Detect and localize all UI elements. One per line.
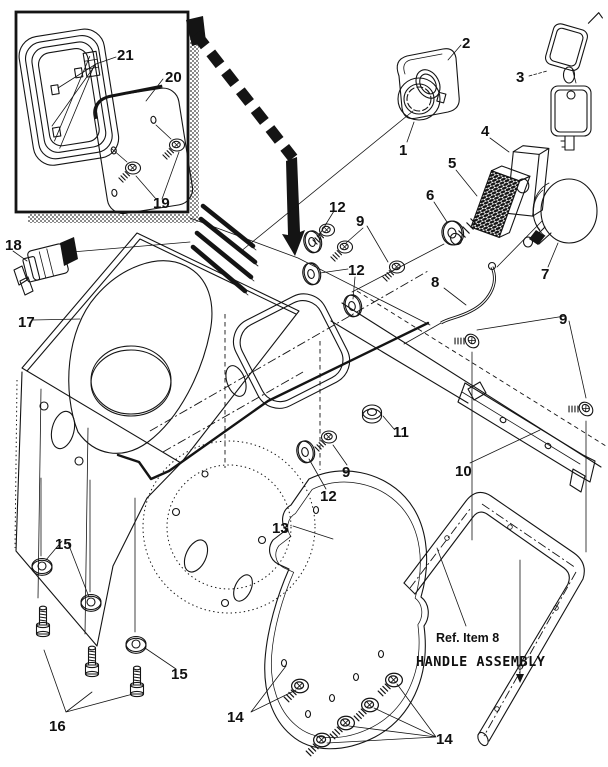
leader-arrow-icon — [516, 674, 524, 683]
screw-icon — [353, 697, 380, 722]
callout-14: 14 — [436, 731, 453, 748]
callout-3: 3 — [516, 69, 524, 86]
leader-lines — [12, 44, 587, 744]
assembly-name-text: HANDLE ASSEMBLY — [416, 654, 546, 670]
frame-rails — [330, 290, 607, 553]
callout-20: 20 — [165, 69, 182, 86]
callout-labels: 21 20 19 18 17 2 1 3 4 5 6 7 8 9 9 9 10 … — [5, 35, 567, 748]
screw-icon — [283, 678, 310, 703]
vent-slats — [190, 203, 259, 296]
callout-5: 5 — [448, 155, 456, 172]
washer-icon — [293, 438, 318, 466]
console-left-face — [14, 371, 182, 647]
part-11-nut — [361, 404, 383, 424]
console-top-ridge — [189, 217, 431, 326]
callout-1: 1 — [399, 142, 407, 159]
part-6-washer — [441, 220, 465, 246]
part-10-bracket — [457, 381, 596, 493]
leader-21 — [51, 56, 117, 127]
part-2-bezel-plate — [396, 48, 460, 120]
console-front-opening — [232, 293, 351, 409]
frame-ridge — [116, 321, 430, 481]
callout-15: 15 — [55, 536, 72, 553]
screw-icon — [382, 260, 406, 282]
callout-14: 14 — [227, 709, 244, 726]
callout-19: 19 — [153, 195, 170, 212]
handle-assembly — [403, 491, 585, 747]
callout-9: 9 — [342, 464, 350, 481]
hidden-edges — [224, 314, 321, 470]
callout-4: 4 — [481, 123, 490, 140]
callout-18: 18 — [5, 237, 22, 254]
part-7-knob — [522, 178, 598, 248]
inset-detail-box — [14, 10, 199, 223]
plug-prong — [13, 265, 28, 286]
plug-prong — [19, 276, 34, 296]
flange-nut-icon — [31, 557, 53, 576]
callout-2: 2 — [462, 35, 470, 52]
part-8-cable — [403, 261, 497, 345]
screw-icon — [330, 240, 354, 262]
part-5-switch-body — [450, 165, 531, 246]
callout-15: 15 — [171, 666, 188, 683]
leader-20 — [145, 78, 164, 102]
callout-11: 11 — [393, 424, 409, 441]
callout-12: 12 — [348, 262, 365, 279]
screw-icon — [451, 326, 483, 357]
console-assembly — [14, 203, 607, 647]
callout-9: 9 — [559, 311, 567, 328]
part-18-plug — [13, 237, 191, 296]
oval-hole — [225, 365, 247, 397]
callout-6: 6 — [426, 187, 434, 204]
clip-icon — [51, 126, 62, 138]
reference-note: Ref. Item 8 HANDLE ASSEMBLY — [416, 631, 546, 670]
flange-nut-icon — [80, 593, 102, 612]
inset-shadow-right — [190, 24, 199, 220]
construction-lines — [149, 270, 429, 453]
callout-21: 21 — [117, 47, 134, 64]
callout-8: 8 — [431, 274, 439, 291]
threaded-stud — [458, 218, 478, 238]
screw-icon — [314, 430, 338, 452]
window-frame-part — [18, 28, 120, 166]
inset-shadow-bottom — [28, 214, 198, 223]
bolt-icon — [84, 645, 100, 678]
callout-12: 12 — [320, 488, 337, 505]
callout-10: 10 — [455, 463, 472, 480]
ref-item-text: Ref. Item 8 — [436, 631, 499, 645]
screw-icon — [377, 672, 404, 697]
location-arrow — [186, 16, 305, 256]
flange-nut-icon — [125, 635, 147, 654]
mounting-flange — [142, 440, 316, 614]
callout-16: 16 — [49, 718, 66, 735]
part-17-top-cover — [21, 232, 300, 464]
bolt-icon — [129, 665, 145, 698]
part-13-side-panel — [264, 470, 429, 750]
key-ring-icon — [562, 66, 576, 84]
inset-frame — [14, 10, 190, 214]
callout-9: 9 — [356, 213, 364, 230]
clip-icon — [50, 84, 60, 96]
clip-icon — [73, 67, 84, 79]
down-arrow-icon — [282, 157, 305, 256]
screw-icon — [565, 394, 597, 425]
screw-icon — [305, 732, 332, 757]
callout-17: 17 — [18, 314, 35, 331]
plug-band — [60, 237, 78, 266]
callout-13: 13 — [272, 520, 289, 537]
leader-19 — [111, 124, 180, 200]
bolt-icon — [35, 605, 51, 638]
access-panel-part — [93, 84, 194, 215]
callout-12: 12 — [329, 199, 346, 216]
part-1-lock-ring — [397, 77, 447, 121]
callout-7: 7 — [541, 266, 549, 283]
part-3-keys — [544, 12, 603, 151]
